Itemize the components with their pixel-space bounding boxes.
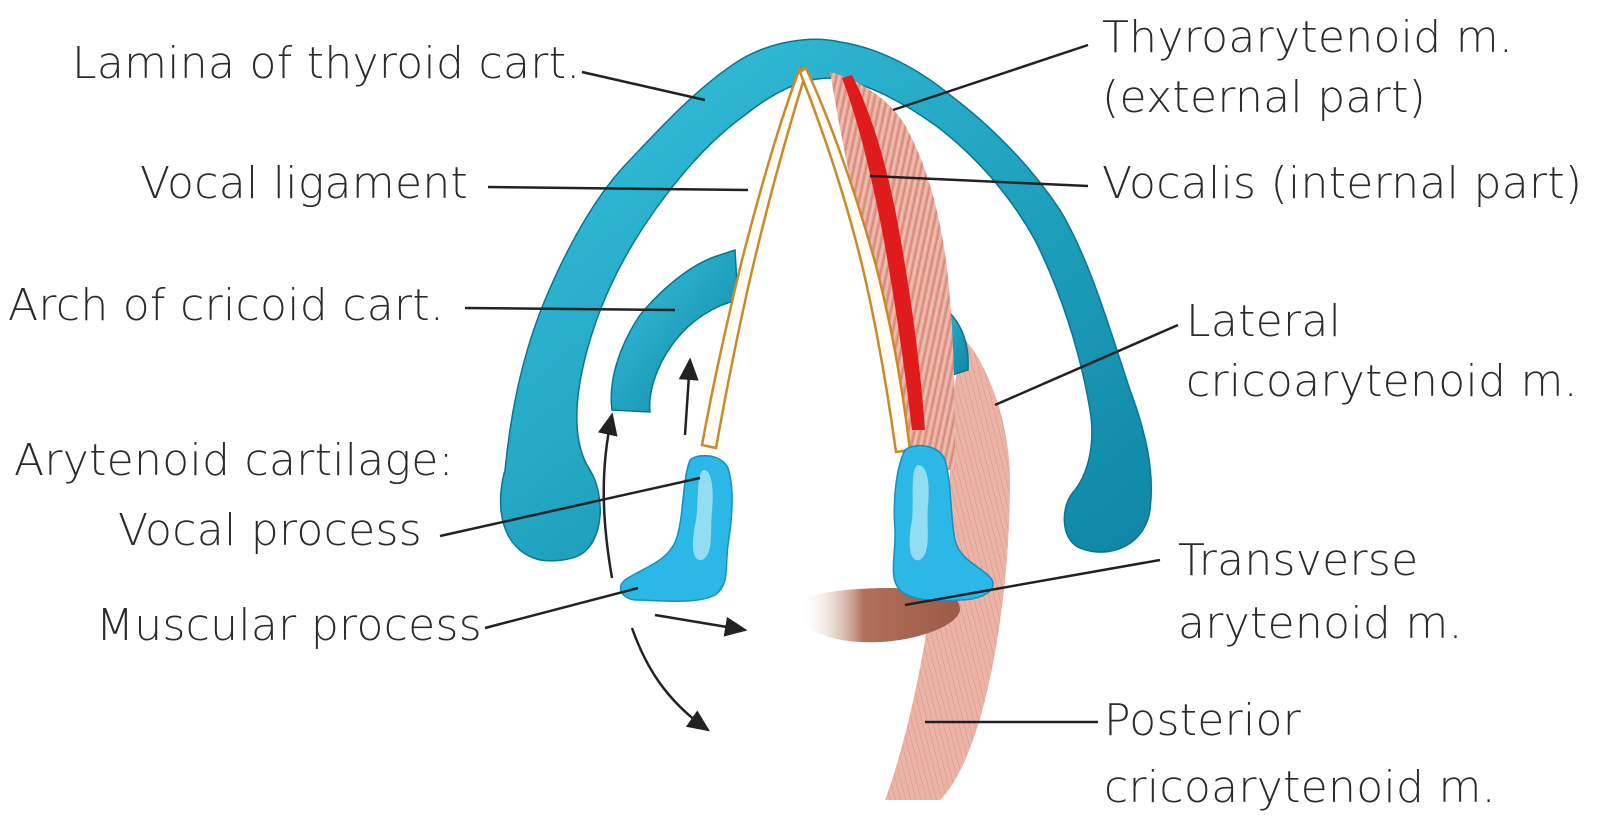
leader-lamina	[582, 72, 705, 100]
motion-arrow-right	[655, 615, 745, 630]
label-arch-cricoid: Arch of cricoid cart.	[8, 280, 444, 332]
leader-muscular-process	[485, 588, 638, 628]
label-vocal-ligament: Vocal ligament	[140, 158, 468, 210]
label-transverse-line2: arytenoid m.	[1178, 598, 1463, 650]
leader-vocal-ligament	[488, 187, 748, 190]
motion-arrow-curved-down	[632, 628, 708, 730]
arytenoid-cartilage-left	[621, 456, 733, 602]
label-lateral-line1: Lateral	[1186, 296, 1341, 348]
label-lateral-line2: cricoarytenoid m.	[1186, 356, 1578, 408]
label-muscular-process: Muscular process	[96, 600, 482, 652]
motion-arrow-curved-up	[604, 415, 612, 578]
label-transverse-line1: Transverse	[1178, 535, 1418, 587]
label-vocalis: Vocalis (internal part)	[1102, 158, 1582, 210]
label-arytenoid-heading: Arytenoid cartilage:	[14, 435, 454, 487]
label-lamina-thyroid: Lamina of thyroid cart.	[72, 38, 581, 90]
leader-arch-cricoid	[465, 308, 675, 310]
motion-arrow-up	[685, 360, 690, 435]
label-thyroarytenoid-line2: (external part)	[1102, 72, 1426, 124]
label-vocal-process: Vocal process	[118, 505, 422, 557]
label-posterior-line1: Posterior	[1104, 695, 1301, 747]
label-thyroarytenoid-line1: Thyroarytenoid m.	[1102, 12, 1513, 64]
label-posterior-line2: cricoarytenoid m.	[1104, 762, 1496, 814]
